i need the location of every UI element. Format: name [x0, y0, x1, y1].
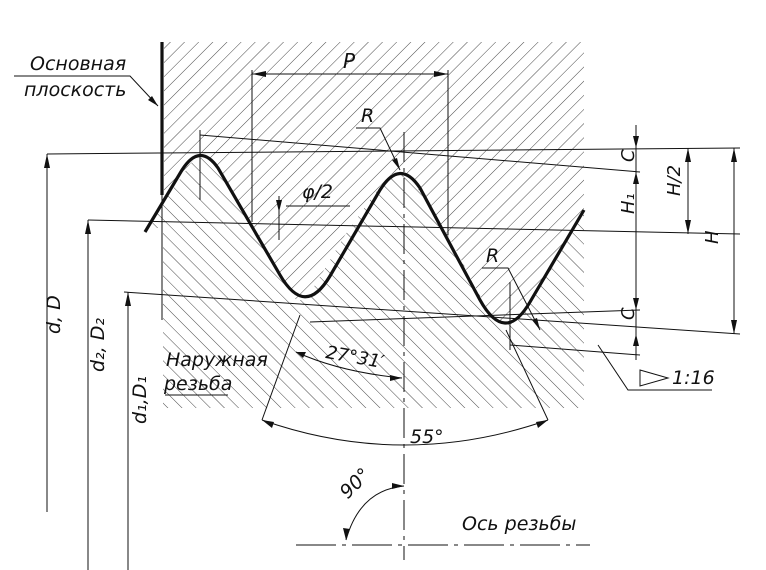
- base-plane-label-1: Основная: [30, 53, 126, 75]
- half-angle-label: φ/2: [302, 181, 333, 203]
- angle-27-arc: [295, 351, 403, 379]
- base-plane-arrow: [148, 96, 158, 106]
- angle-90-label: 90°: [336, 464, 375, 503]
- thread-profile-line: [143, 153, 586, 325]
- pitch-label: P: [343, 49, 356, 73]
- taper-leader: [597, 344, 712, 391]
- c-bottom-label: C: [618, 307, 639, 320]
- angle-55-label: 55°: [410, 426, 444, 448]
- flank-ext-right: [505, 329, 549, 421]
- d-minor-label: d₁,D₁: [129, 376, 151, 424]
- taper-label: 1:16: [672, 367, 715, 389]
- external-thread-label-2: резьба: [163, 373, 232, 395]
- thread-bottom-line: [309, 309, 641, 323]
- radius-top-label: R: [361, 105, 374, 127]
- d-major-label: d, D: [43, 295, 65, 334]
- d-pitch-label: d₂, D₂: [87, 318, 109, 372]
- thread-axis-label: Ось резьбы: [462, 513, 576, 535]
- h-label: H: [702, 230, 723, 244]
- base-plane-label-2: плоскость: [24, 79, 126, 101]
- radius-bottom-label: R: [486, 245, 499, 267]
- c-top-label: C: [618, 149, 639, 162]
- h-half-label: H/2: [664, 165, 685, 196]
- root-line: [509, 344, 641, 356]
- radius-leader-top: [356, 127, 401, 171]
- angle-55-arc: [261, 419, 549, 446]
- taper-symbol-icon: [639, 369, 670, 387]
- thread-top-line: [199, 134, 641, 173]
- radius-leader-bottom: [482, 267, 541, 331]
- pitch-diameter-line: [87, 219, 741, 235]
- external-thread-label-1: Наружная: [166, 349, 268, 371]
- h1-label: H₁: [618, 193, 639, 214]
- flank-ext-left: [261, 314, 301, 421]
- base-plane-leader: [14, 75, 159, 107]
- minor-diameter-line: [123, 291, 741, 335]
